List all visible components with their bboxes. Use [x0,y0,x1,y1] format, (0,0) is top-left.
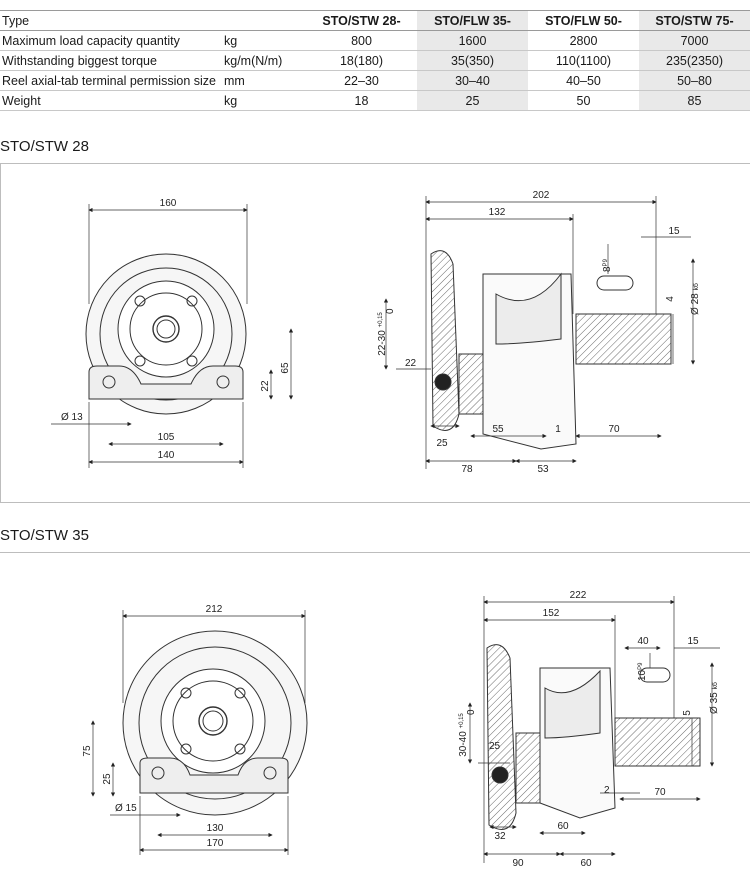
row-value: 30–40 [417,70,528,91]
dim-label: 30-40 +0,15 [458,713,469,757]
row-unit: kg [222,30,306,51]
drawing-panel-sto-stw-28: 160 65 22 Ø 13 105 140 202 132 15 8P9 4 … [0,163,750,503]
row-unit: kg/m(N/m) [222,50,306,71]
dim-label: 70 [654,787,666,798]
row-unit: kg [222,90,306,111]
dim-label: 8P9 [602,258,613,272]
spec-table: Type STO/STW 28- STO/FLW 35- STO/FLW 50-… [0,10,750,111]
row-value: 2800 [528,30,639,51]
row-value: 85 [639,90,750,111]
dim-label: 15 [687,636,699,647]
dim-label: Ø 15 [115,803,137,814]
dim-label: 25 [102,773,113,785]
row-label: Maximum load capacity quantity [0,30,222,51]
side-view [430,250,672,450]
dim-label: 132 [489,207,506,218]
section-title-sto-stw-35: STO/STW 35 [0,527,89,544]
dim-label: 22 [260,380,271,392]
technical-drawing-sto-stw-28: 160 65 22 Ø 13 105 140 202 132 15 8P9 4 … [51,190,701,475]
row-value: 7000 [639,30,750,51]
dim-label: 0 [466,709,477,715]
side-dimensions [383,196,696,469]
dim-label: 5 [682,710,693,716]
row-value: 40–50 [528,70,639,91]
dim-label: 130 [207,823,224,834]
dim-label: 22 [405,358,417,369]
header-unit [222,10,306,31]
row-value: 18 [306,90,417,111]
dim-label: 22-30 +0,15 [377,312,388,356]
row-unit: mm [222,70,306,91]
dim-label: 202 [533,190,550,201]
row-label: Withstanding biggest torque [0,50,222,71]
row-value: 110(1100) [528,50,639,71]
row-value: 35(350) [417,50,528,71]
row-value: 22–30 [306,70,417,91]
side-dimensions [467,596,720,863]
header-model: STO/FLW 50- [528,10,639,31]
dim-label: 170 [207,838,224,849]
header-type-label: Type [0,10,222,31]
dim-label: 75 [82,745,93,757]
dim-label: Ø 28 k6 [690,283,701,315]
dim-label: 53 [537,464,549,475]
side-view [486,644,701,830]
row-value: 235(2350) [639,50,750,71]
dim-label: 40 [637,636,649,647]
section-title-sto-stw-28: STO/STW 28 [0,138,89,155]
dim-label: 25 [436,438,448,449]
header-model: STO/FLW 35- [417,10,528,31]
dim-label: 1 [555,424,561,435]
table-header-row: Type STO/STW 28- STO/FLW 35- STO/FLW 50-… [0,10,750,31]
dim-label: 60 [557,821,569,832]
dim-label: 212 [206,604,223,615]
row-label: Reel axial-tab terminal permission size [0,70,222,91]
dim-label: 32 [494,831,506,842]
dim-label: 10P9 [637,662,648,681]
row-value: 50–80 [639,70,750,91]
header-model: STO/STW 75- [639,10,750,31]
dim-label: 222 [570,590,587,601]
dim-label: 140 [158,450,175,461]
table-row: Weight kg 18 25 50 85 [0,90,750,111]
dim-label: 0 [385,308,396,314]
front-dimensions [51,204,294,468]
dim-label: 55 [492,424,504,435]
dim-label: 90 [512,858,524,869]
technical-drawing-sto-stw-35: 212 75 25 Ø 15 130 170 222 152 40 15 10P… [82,590,720,869]
front-view [85,253,247,415]
drawing-panel-sto-stw-35: 212 75 25 Ø 15 130 170 222 152 40 15 10P… [0,552,750,890]
dim-label: 78 [461,464,473,475]
dim-label: 4 [665,296,676,302]
dim-label: 160 [160,198,177,209]
dim-label: 65 [280,362,291,374]
row-label: Weight [0,90,222,111]
front-dimensions [90,610,306,855]
row-value: 800 [306,30,417,51]
dim-label: 25 [489,741,501,752]
dim-label: 105 [158,432,175,443]
row-value: 1600 [417,30,528,51]
front-view [122,630,308,816]
dim-label: 70 [608,424,620,435]
dim-label: 60 [580,858,592,869]
dim-label: 2 [604,785,610,796]
dim-label: 15 [668,226,680,237]
dim-label: 152 [543,608,560,619]
table-row: Withstanding biggest torque kg/m(N/m) 18… [0,50,750,71]
row-value: 50 [528,90,639,111]
table-row: Maximum load capacity quantity kg 800 16… [0,30,750,51]
row-value: 25 [417,90,528,111]
dim-label: Ø 35 k6 [709,682,720,714]
dim-label: Ø 13 [61,412,83,423]
header-model: STO/STW 28- [306,10,417,31]
table-row: Reel axial-tab terminal permission size … [0,70,750,91]
row-value: 18(180) [306,50,417,71]
